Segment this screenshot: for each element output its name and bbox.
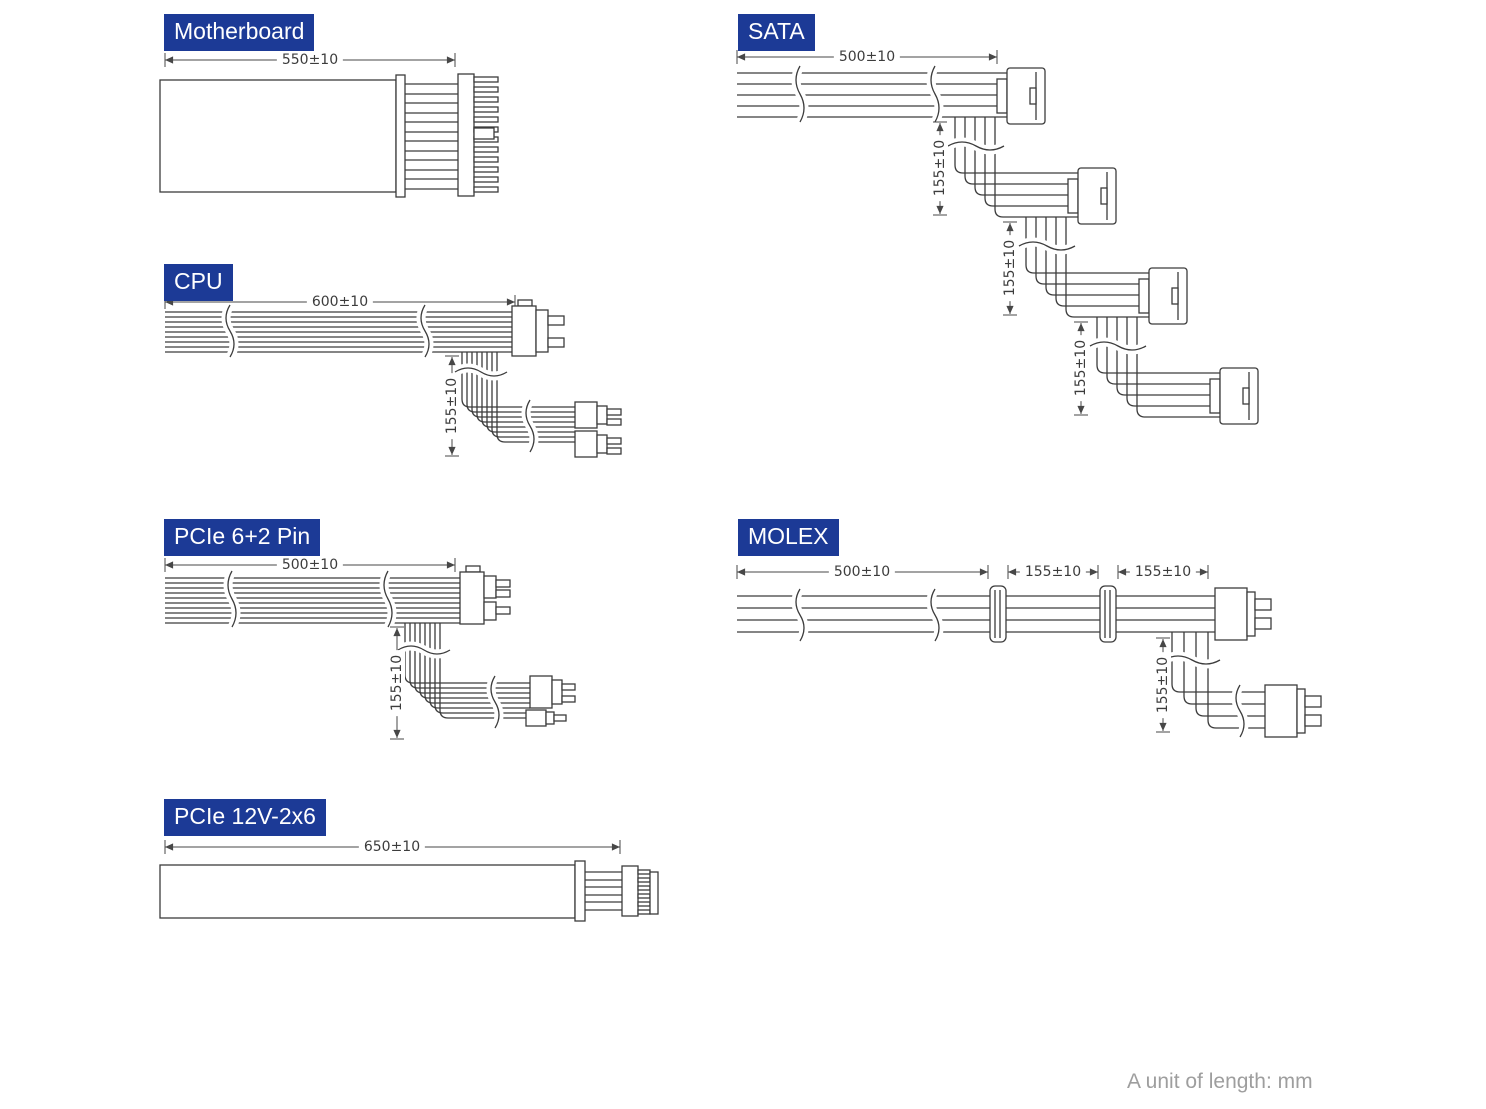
pcie-branch-dim-label: 155±10 [389, 649, 405, 717]
motherboard-length-dim-label: 550±10 [276, 52, 344, 68]
molex-branch-break-marks [1161, 651, 1249, 740]
sata-branch1-break [945, 137, 1007, 155]
sata-branch-wires-3 [1096, 317, 1222, 418]
eps-8pin-connector [511, 299, 565, 357]
pcie12v-braided-sleeve [159, 864, 576, 919]
molex-passthrough-connector-2 [1099, 585, 1117, 643]
cpu-4plus4-connector [574, 401, 622, 458]
sata-branch-wires-2 [1025, 217, 1151, 318]
pcie-12v-2x6-badge: PCIe 12V-2x6 [164, 799, 326, 836]
motherboard-wires [405, 83, 458, 190]
pcie12v-heatshrink [574, 860, 586, 922]
motherboard-braided-sleeve [159, 79, 397, 193]
pcie12v-wires [585, 871, 622, 911]
pcie-6plus2-connector-2 [525, 675, 576, 727]
pcie-6plus2-badge: PCIe 6+2 Pin [164, 519, 321, 556]
sata-branch2-break [1016, 237, 1078, 255]
motherboard-drawing [159, 53, 499, 198]
molex-passthrough-connector-1 [989, 585, 1007, 643]
molex-end-connector-1 [1214, 587, 1272, 641]
sata-badge: SATA [738, 14, 815, 51]
cpu-badge: CPU [164, 264, 233, 301]
cpu-wire-break-marks [221, 302, 434, 360]
cpu-length-dim-label: 600±10 [306, 294, 374, 310]
pcie-branch-break-marks [395, 641, 504, 731]
cpu-wires [165, 311, 512, 353]
molex-wires [737, 595, 1215, 633]
sata-branch-wires-1 [954, 117, 1080, 218]
motherboard-cable-tie [395, 74, 406, 198]
pcie12v-connector [621, 865, 659, 917]
sata-connector-4 [1209, 367, 1259, 425]
molex-segment1-dim-label: 155±10 [1019, 564, 1087, 580]
sata-wires [737, 72, 1010, 118]
cpu-branch-break-marks [452, 363, 539, 455]
sata-connector-1 [996, 67, 1046, 125]
atx-24pin-connector [457, 73, 499, 197]
molex-wire-break-marks [791, 586, 944, 644]
sata-wire-break-marks [791, 63, 944, 125]
cpu-drawing [164, 295, 622, 458]
pcie-length-dim-label: 500±10 [276, 557, 344, 573]
sata-connector-3 [1138, 267, 1188, 325]
molex-length-dim-label: 500±10 [828, 564, 896, 580]
molex-branch-wires [1171, 632, 1265, 729]
sata-branch3-dim-label: 155±10 [1073, 334, 1089, 402]
pcie-wires [165, 577, 460, 624]
connector-latch [473, 127, 495, 140]
molex-segment2-dim-label: 155±10 [1129, 564, 1197, 580]
pcie12v-length-dim-label: 650±10 [358, 839, 426, 855]
molex-end-connector-2 [1264, 684, 1322, 738]
sata-branch3-break [1087, 337, 1149, 355]
cpu-branch-dim-label: 155±10 [444, 372, 460, 440]
unit-of-length-note: A unit of length: mm [1127, 1070, 1313, 1093]
motherboard-badge: Motherboard [164, 14, 315, 51]
sata-drawing [736, 50, 1259, 425]
pcie-6plus2-connector-1 [459, 565, 511, 625]
molex-badge: MOLEX [738, 519, 839, 556]
sata-branch1-dim-label: 155±10 [932, 134, 948, 202]
molex-branch-dim-label: 155±10 [1155, 651, 1171, 719]
cpu-branch-wires [461, 352, 575, 443]
molex-drawing [736, 565, 1322, 740]
pcie-6plus2-drawing [164, 558, 576, 740]
sata-length-dim-label: 500±10 [833, 49, 901, 65]
pcie-branch-wires [404, 623, 530, 719]
pcie-wire-break-marks [223, 568, 397, 630]
sata-branch2-dim-label: 155±10 [1002, 234, 1018, 302]
sata-connector-2 [1067, 167, 1117, 225]
